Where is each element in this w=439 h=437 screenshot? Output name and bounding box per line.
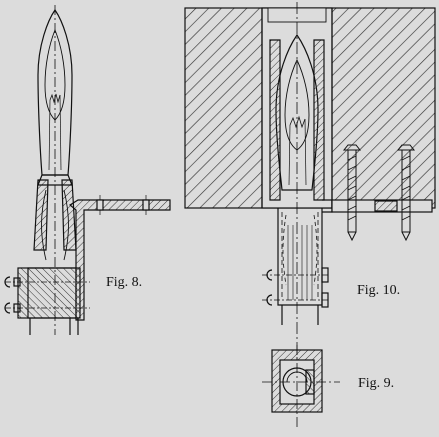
- fig9-drawing: [262, 345, 340, 430]
- fig10-drawing: [184, 2, 436, 372]
- fig8-label: Fig. 8.: [106, 275, 143, 290]
- fig8-drawing: [4, 5, 171, 335]
- fig10-label: Fig. 10.: [357, 283, 401, 298]
- fig9-label: Fig. 9.: [358, 376, 395, 391]
